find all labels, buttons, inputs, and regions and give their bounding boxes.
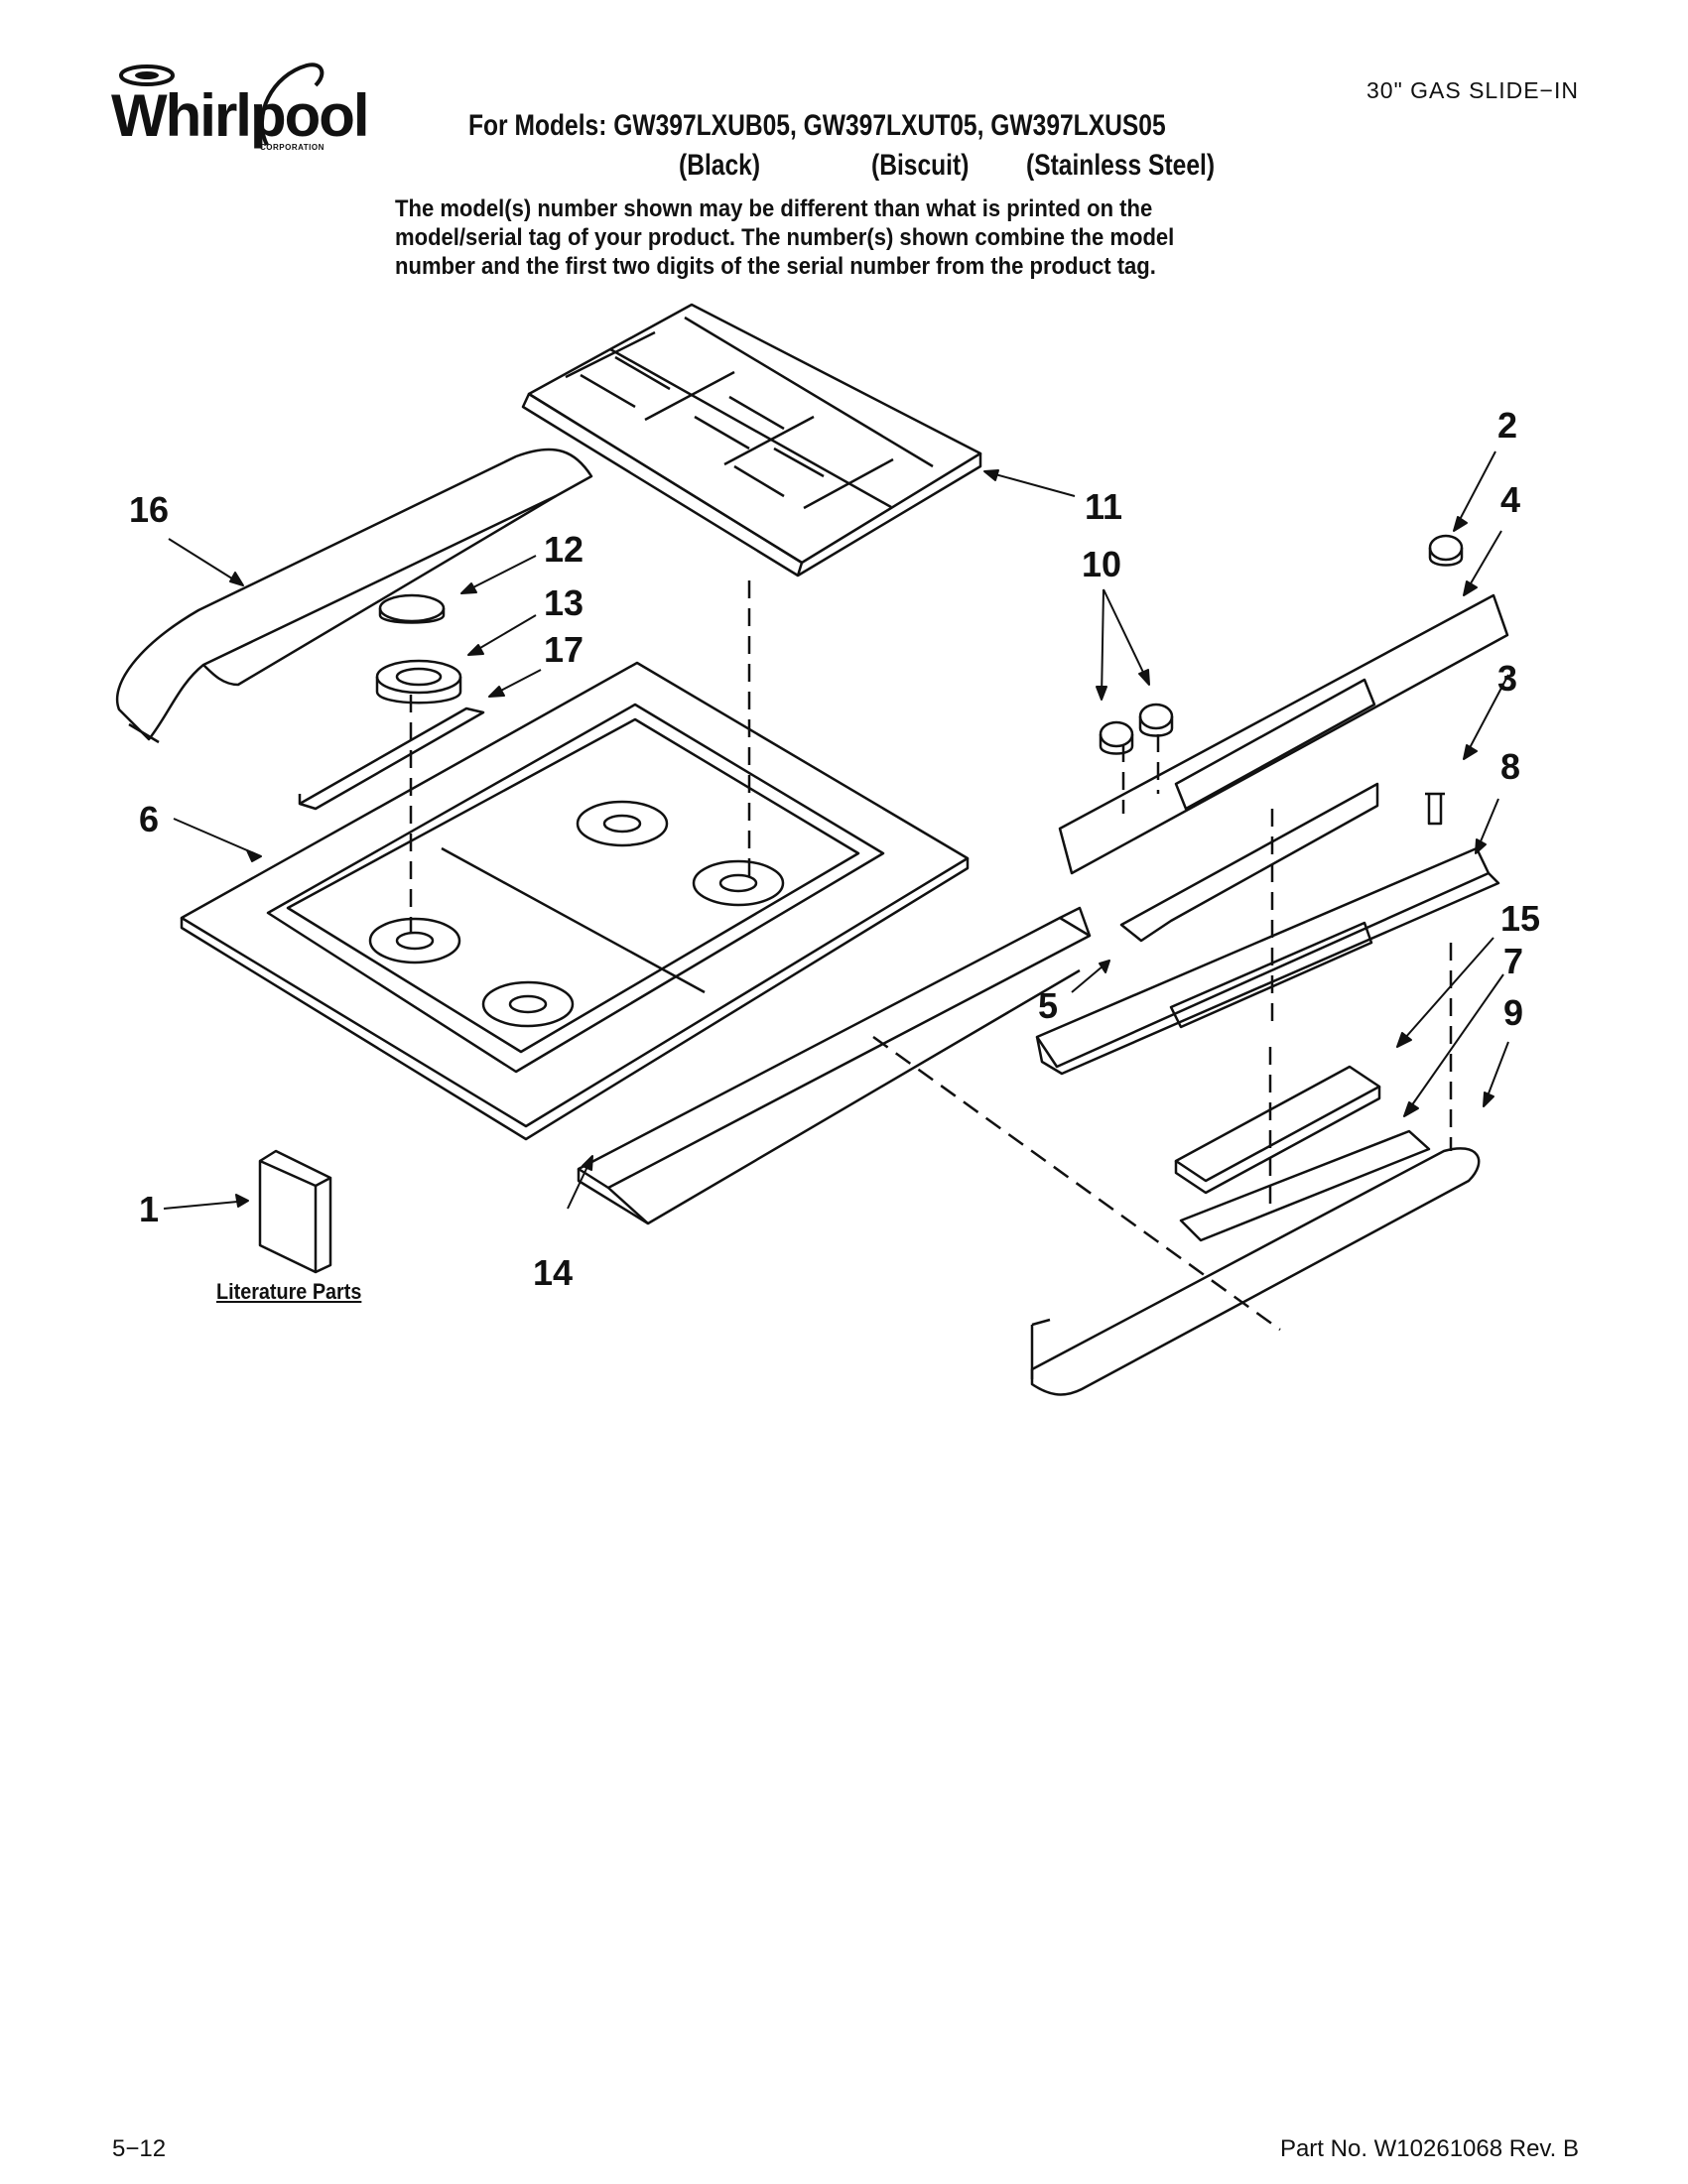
callout-5: 5 [1038,985,1059,1026]
callout-2: 2 [1497,405,1518,446]
callout-1: 1 [139,1189,160,1229]
callout-9: 9 [1503,992,1524,1033]
logo-swirl-icon [119,63,325,146]
callout-11: 11 [1085,486,1123,527]
panel-backing [1035,846,1500,1076]
panel-support [1119,782,1379,943]
callout-8: 8 [1500,746,1521,787]
callout-13: 13 [544,582,584,623]
assembly-guide-lines [409,580,1453,1332]
whirlpool-logo: Whirlpool CORPORATION [103,56,381,165]
callout-3: 3 [1497,658,1518,699]
part-number: Part No. W10261068 Rev. B [1279,2135,1579,2162]
callout-6: 6 [139,799,160,839]
front-trim [1030,1129,1481,1396]
models-line: For Models: GW397LXUB05, GW397LXUT05, GW… [468,109,1166,142]
manifold-channel [577,906,1092,1225]
color-stainless: (Stainless Steel) [1026,149,1216,182]
page-number: 5−12 [112,2135,167,2162]
color-biscuit: (Biscuit) [871,149,970,182]
document-type: 30" GAS SLIDE−IN [1365,77,1579,103]
callout-4: 4 [1500,479,1521,520]
leader-arrows [163,450,1509,1210]
burner-cap-and-base [375,593,462,705]
callout-17: 17 [544,629,584,670]
callout-14: 14 [533,1252,574,1293]
literature-parts-label: Literature Parts [216,1279,362,1304]
callout-12: 12 [544,529,584,570]
control-board [1174,1065,1381,1195]
burner-grate [521,303,982,578]
callout-15: 15 [1500,898,1541,939]
control-knobs [1099,534,1464,755]
callout-10: 10 [1082,544,1122,584]
control-panel [1058,593,1509,875]
logo-wordmark: Whirlpool [111,82,370,149]
color-black: (Black) [679,149,761,182]
rear-trim [115,448,593,744]
literature-booklet [258,1149,332,1274]
burner-bracket [298,707,485,811]
mounting-screw [1425,792,1445,826]
cooktop [180,661,970,1141]
logo-corporation: CORPORATION [260,143,325,152]
model-note: The model(s) number shown may be differe… [395,195,1175,280]
callout-7: 7 [1503,941,1524,981]
callout-16: 16 [129,489,170,530]
